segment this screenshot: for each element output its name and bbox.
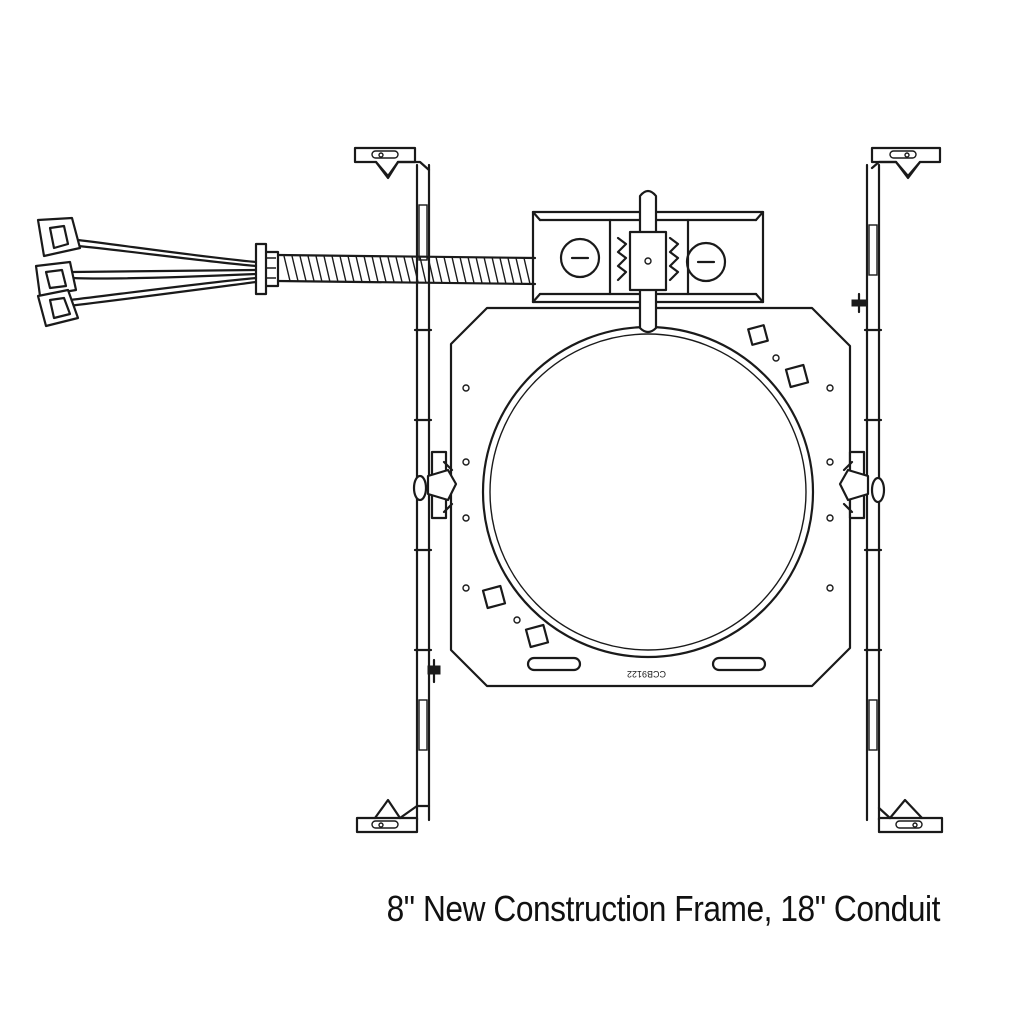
right-bottom-mounting-bracket — [877, 798, 944, 834]
wire-connector-top — [36, 216, 82, 258]
left-bar-screw — [427, 658, 441, 684]
left-bottom-mounting-bracket — [355, 798, 431, 834]
junction-box — [531, 189, 765, 334]
mounting-plate: CCB9122 — [449, 306, 852, 688]
wire-leads — [66, 238, 258, 308]
right-bar-screw — [851, 292, 867, 314]
flexible-conduit — [254, 242, 537, 296]
right-wing-nut — [838, 450, 886, 520]
left-top-mounting-bracket — [353, 146, 431, 180]
right-top-mounting-bracket — [870, 146, 942, 180]
wire-connector-middle — [34, 260, 78, 298]
left-wing-nut — [412, 450, 458, 520]
right-slot — [711, 656, 767, 672]
diagram-caption: 8" New Construction Frame, 18" Conduit — [386, 888, 941, 929]
wire-connector-bottom — [36, 288, 80, 328]
left-slot — [526, 656, 582, 672]
part-number-label: CCB9122 — [627, 669, 666, 679]
